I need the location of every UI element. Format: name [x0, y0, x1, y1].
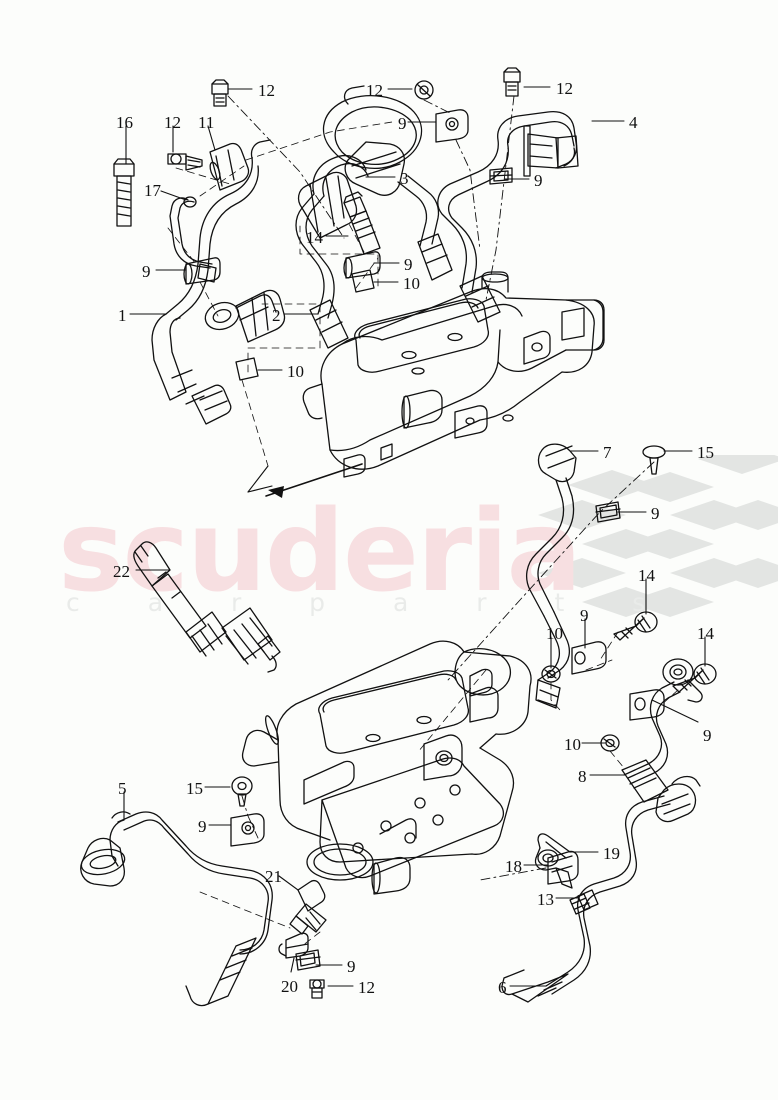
callout-number-10: 10 — [546, 624, 563, 643]
callout-number-12: 12 — [258, 81, 275, 100]
part-7-hose — [525, 443, 577, 709]
callout-leader-9 — [651, 699, 699, 723]
fastener-bolt-12-c — [503, 67, 521, 97]
callout-number-21: 21 — [265, 867, 282, 886]
fastener-bolt-14-b — [613, 611, 658, 641]
callout-number-9: 9 — [580, 606, 589, 625]
callout-number-4: 4 — [629, 113, 638, 132]
part-21-screw — [289, 879, 327, 935]
part-3-coil-lead — [322, 85, 453, 281]
fastener-bolt-12-a — [211, 79, 229, 107]
fastener-grommet-10-b — [235, 357, 259, 381]
callout-number-9: 9 — [651, 504, 660, 523]
part-4-vent-hose — [437, 110, 579, 323]
fastener-screw-15-a — [642, 445, 666, 475]
part-8-hose — [621, 658, 703, 803]
part-22-spark-plug — [133, 541, 281, 673]
fastener-nut-12-b — [414, 80, 434, 100]
fastener-grommet-10-a — [351, 269, 375, 293]
lower-intake-manifold — [241, 640, 532, 895]
part-2-coil-lead — [295, 155, 369, 349]
callout-number-7: 7 — [603, 443, 612, 462]
part-5-hose — [80, 811, 273, 1007]
fastener-bolt-14-a — [343, 191, 381, 255]
part-20-clip — [278, 932, 309, 959]
fastener-clip-9-e — [595, 501, 621, 523]
part-11-sleeve — [209, 142, 250, 191]
callout-number-9: 9 — [534, 171, 543, 190]
part-1-coil-lead — [151, 139, 286, 425]
callout-number-18: 18 — [505, 857, 522, 876]
callout-leader-17 — [160, 190, 187, 201]
callout-number-12: 12 — [366, 81, 383, 100]
fastener-screw-15-b — [231, 776, 253, 807]
fastener-clip-9-g — [629, 689, 665, 721]
callout-number-1: 1 — [118, 306, 127, 325]
callout-number-14: 14 — [697, 624, 714, 643]
callout-number-6: 6 — [498, 978, 507, 997]
callout-number-10: 10 — [403, 274, 420, 293]
fastener-clip-9-i — [295, 949, 321, 971]
callout-number-3: 3 — [400, 169, 409, 188]
callout-number-9: 9 — [142, 262, 151, 281]
callout-number-13: 13 — [537, 890, 554, 909]
callout-number-15: 15 — [697, 443, 714, 462]
callout-number-17: 17 — [144, 181, 161, 200]
callout-number-9: 9 — [404, 255, 413, 274]
fastener-clip-9-h — [230, 813, 265, 847]
callout-number-9: 9 — [398, 114, 407, 133]
callout-number-2: 2 — [272, 306, 281, 325]
upper-intake-manifold — [302, 271, 605, 478]
callout-number-9: 9 — [347, 957, 356, 976]
callout-number-12: 12 — [556, 79, 573, 98]
callout-number-22: 22 — [113, 562, 130, 581]
callout-number-15: 15 — [186, 779, 203, 798]
fastener-clip-9-b — [489, 167, 513, 185]
fastener-bolt-12-d — [167, 153, 203, 171]
callout-number-9: 9 — [703, 726, 712, 745]
callout-number-10: 10 — [564, 735, 581, 754]
fastener-bolt-16 — [113, 158, 135, 227]
callout-number-11: 11 — [198, 113, 215, 132]
fastener-clip-9-a — [435, 109, 469, 143]
callout-number-5: 5 — [118, 779, 127, 798]
callout-leader-21 — [278, 875, 299, 891]
callout-number-10: 10 — [287, 362, 304, 381]
callout-number-14: 14 — [638, 566, 655, 585]
fastener-pin-9-c — [343, 251, 381, 279]
callout-number-19: 19 — [603, 844, 620, 863]
fastener-pin-9-d — [183, 257, 221, 285]
callout-number-12: 12 — [358, 978, 375, 997]
callout-number-8: 8 — [578, 767, 587, 786]
callout-number-9: 9 — [198, 817, 207, 836]
callout-leader-11 — [207, 125, 216, 151]
fastener-clip-9-f — [571, 641, 607, 675]
fastener-bolt-14-c — [672, 663, 717, 693]
callout-number-16: 16 — [116, 113, 133, 132]
fastener-bolt-13 — [569, 889, 599, 915]
callout-leader-20 — [290, 957, 295, 973]
fastener-bolt-12-e — [309, 979, 325, 999]
callout-number-12: 12 — [164, 113, 181, 132]
part-6-hose — [501, 775, 701, 1003]
callout-number-20: 20 — [281, 977, 298, 996]
callout-number-14: 14 — [306, 228, 323, 247]
